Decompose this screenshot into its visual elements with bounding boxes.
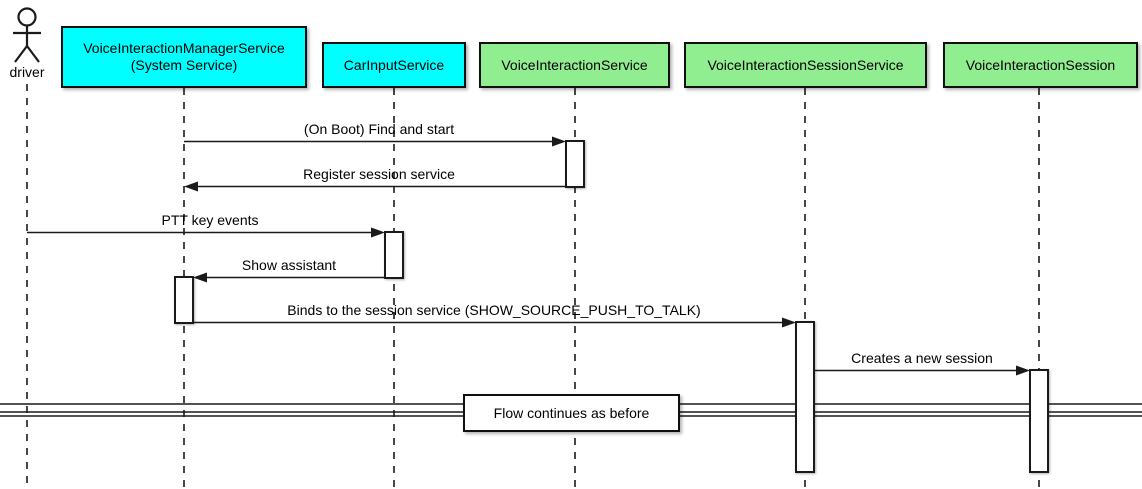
message-arrow-show-assistant	[193, 272, 385, 283]
message-label-register-session-service: Register session service	[303, 166, 455, 182]
message-label-ptt-key-events: PTT key events	[161, 212, 259, 228]
participant-voiceinteractionsessionservice: VoiceInteractionSessionService	[684, 42, 927, 88]
participant-label: VoiceInteractionSessionService	[707, 56, 904, 73]
participant-carinputservice: CarInputService	[322, 42, 466, 88]
message-arrow-on-boot-find-and-start	[184, 136, 566, 147]
participant-voiceinteractionservice: VoiceInteractionService	[479, 42, 670, 88]
message-arrow-creates-a-new-session	[814, 365, 1030, 376]
activation-voiceinteractionsessionservice	[795, 321, 815, 473]
participant-voiceinteractionsession: VoiceInteractionSession	[943, 42, 1138, 88]
participant-label: CarInputService	[343, 56, 445, 73]
participant-label: VoiceInteractionService	[501, 56, 648, 73]
divider-label-box: Flow continues as before	[463, 394, 680, 432]
participant-voiceinteractionmanagerservice: VoiceInteractionManagerService (System S…	[61, 26, 307, 88]
activation-voiceinteractionmanagerservice	[174, 276, 194, 324]
activation-voiceinteractionsession	[1029, 369, 1049, 473]
message-label-on-boot-find-and-start: (On Boot) Find and start	[303, 121, 455, 137]
participant-label: VoiceInteractionSession	[965, 56, 1116, 73]
message-arrow-register-session-service	[184, 181, 566, 192]
participant-sublabel: (System Service)	[130, 57, 238, 73]
message-arrow-ptt-key-events	[27, 227, 385, 238]
actor-label-driver: driver	[9, 64, 45, 80]
message-label-creates-a-new-session: Creates a new session	[851, 350, 993, 366]
participant-label: VoiceInteractionManagerService	[83, 40, 285, 56]
activation-voiceinteractionservice	[565, 140, 585, 188]
message-label-binds-to-session-service: Binds to the session service (SHOW_SOURC…	[287, 302, 701, 318]
message-arrow-binds-to-session-service	[193, 317, 796, 328]
activation-carinputservice	[384, 231, 404, 279]
actor-icon	[13, 7, 41, 63]
message-label-show-assistant: Show assistant	[241, 257, 337, 273]
